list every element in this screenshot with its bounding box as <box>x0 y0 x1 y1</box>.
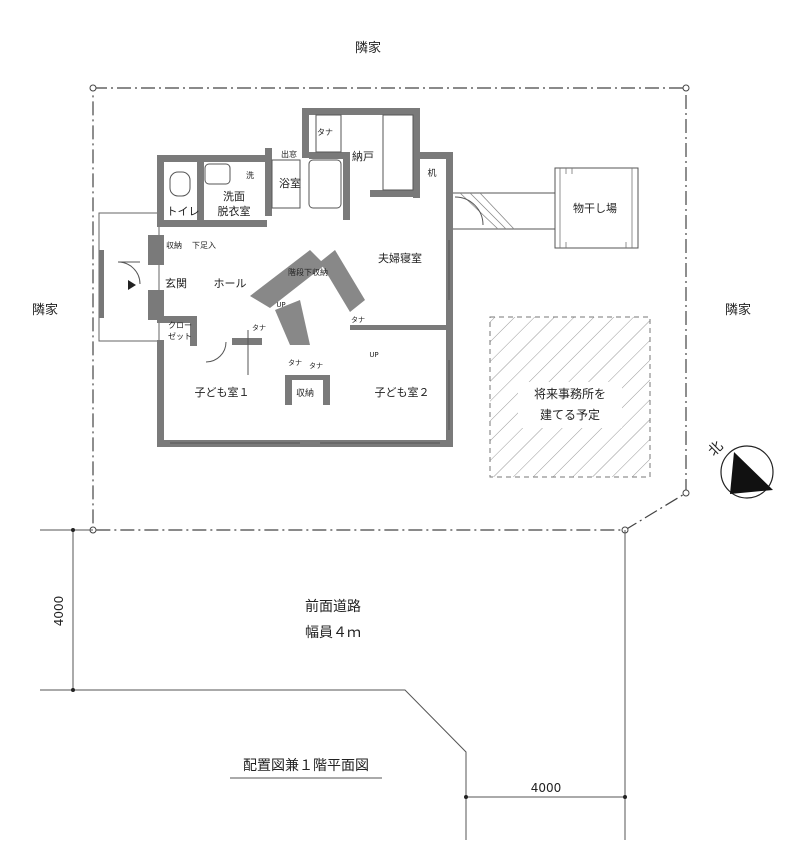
entrance-label: 玄関 <box>165 276 187 290</box>
stair-storage-label: 階段下収納 <box>288 267 328 277</box>
entrance-porch <box>98 212 160 342</box>
toilet-label: トイレ <box>167 205 200 218</box>
drying-area-label: 物干し場 <box>573 201 617 215</box>
shoe-storage-label: 下足入 <box>192 241 216 250</box>
master-bedroom-label: 夫婦寝室 <box>378 251 422 265</box>
desk-label: 机 <box>427 167 436 179</box>
drying-deck: 物干し場 <box>449 167 639 249</box>
neighbor-top-label: 隣家 <box>355 40 381 56</box>
shelf-label-a: タナ <box>252 323 266 332</box>
shelf-label-d: タナ <box>309 361 323 370</box>
wash-small-label: 洗 <box>246 170 254 180</box>
shelf-top-label: タナ <box>317 128 333 137</box>
vertical-dimension-label: 4000 <box>52 596 66 627</box>
road-name-label: 前面道路 <box>305 598 361 615</box>
up-label-1: UP <box>276 301 285 309</box>
road-width-label: 幅員４ｍ <box>305 625 361 641</box>
storage-left-label: 収納 <box>166 240 182 250</box>
future-office-area: 将来事務所を 建てる予定 <box>489 316 651 478</box>
north-label: 北 <box>705 438 726 459</box>
child-room-1-label: 子ども室１ <box>195 385 250 399</box>
plan-title: 配置図兼１階平面図 <box>243 758 369 774</box>
washroom-label-2: 脱衣室 <box>218 204 251 218</box>
washroom-label-1: 洗面 <box>223 190 245 203</box>
vertical-dimension: 4000 <box>52 528 75 692</box>
entrance-arrow-icon <box>128 280 136 290</box>
neighbor-left-label: 隣家 <box>32 302 58 318</box>
neighbor-right-label: 隣家 <box>725 302 751 318</box>
closet-label-2: ゼット <box>168 331 192 341</box>
north-arrow-icon: 北 <box>705 438 774 499</box>
dryer-label: 出窓 <box>281 149 297 159</box>
storage-top-label: 納戸 <box>352 150 374 163</box>
bath-label: 浴室 <box>279 176 301 190</box>
up-label-2: UP <box>369 351 378 359</box>
child-room-2-label: 子ども室２ <box>375 385 430 399</box>
hall-label: ホール <box>214 277 247 290</box>
closet-label-1: クロー <box>168 321 192 330</box>
shelf-label-b: タナ <box>351 315 365 324</box>
horizontal-dimension: 4000 <box>464 781 627 799</box>
future-office-label-1: 将来事務所を <box>534 387 606 401</box>
room-labels: トイレ 洗面 脱衣室 洗 出窓 浴室 納戸 タナ 机 夫婦寝室 収納 下足入 玄… <box>165 128 437 399</box>
shelf-label-c: タナ <box>288 358 302 367</box>
storage-mid-label: 収納 <box>296 387 314 399</box>
window-lines <box>117 114 484 444</box>
future-office-label-2: 建てる予定 <box>540 407 600 422</box>
horizontal-dimension-label: 4000 <box>531 781 562 795</box>
